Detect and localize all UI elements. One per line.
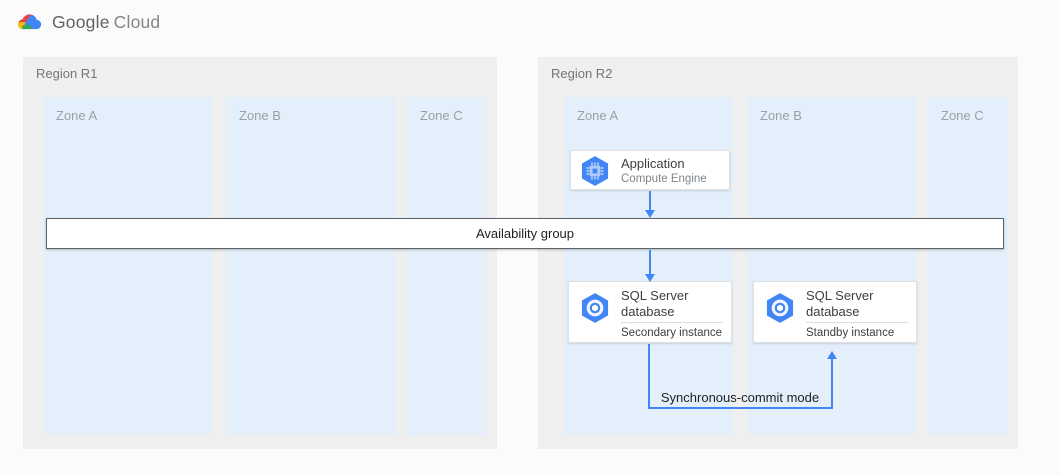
sql-standby-title: SQL Server database (806, 288, 874, 319)
sql-secondary-title: SQL Server database (621, 288, 689, 319)
card-divider (806, 322, 908, 323)
availability-group-label: Availability group (475, 226, 575, 241)
availability-group-band: Availability group (46, 218, 1004, 249)
google-cloud-icon (18, 14, 42, 30)
zone-label: Zone A (577, 108, 619, 123)
region-r2-zone-c: Zone C (928, 97, 1008, 435)
region-r1-zone-b: Zone B (226, 97, 395, 435)
sql-standby-instance-label: Standby instance (806, 327, 895, 339)
sql-secondary-instance-label: Secondary instance (621, 327, 723, 339)
zone-label: Zone A (56, 108, 98, 123)
region-r1-zone-a: Zone A (43, 97, 212, 435)
region-r2-zone-a: Zone A (564, 97, 733, 435)
logo-text-cloud: Cloud (113, 11, 161, 32)
zone-label: Zone B (760, 108, 802, 123)
region-r1: Region R1 Zone A Zone B Zone C (23, 57, 497, 449)
region-r1-zone-c: Zone C (407, 97, 486, 435)
zone-label: Zone C (420, 108, 463, 123)
node-application: Application Compute Engine (570, 150, 730, 190)
region-r2-zone-b: Zone B (747, 97, 916, 435)
logo-text-google: Google (52, 11, 110, 32)
compute-engine-icon (581, 156, 609, 186)
zone-label: Zone C (941, 108, 984, 123)
node-sql-server-secondary: SQL Server database Secondary instance (568, 281, 732, 343)
node-sql-server-standby: SQL Server database Standby instance (753, 281, 917, 343)
gcp-hexagon-icon (581, 293, 609, 323)
sync-commit-mode-label: Synchronous-commit mode (660, 390, 820, 405)
application-subtitle: Compute Engine (621, 173, 707, 185)
region-r2-label: Region R2 (551, 66, 613, 81)
application-title: Application (621, 156, 685, 171)
card-divider (621, 322, 723, 323)
region-r1-label: Region R1 (36, 66, 98, 81)
gcp-hexagon-icon (766, 293, 794, 323)
zone-label: Zone B (239, 108, 281, 123)
